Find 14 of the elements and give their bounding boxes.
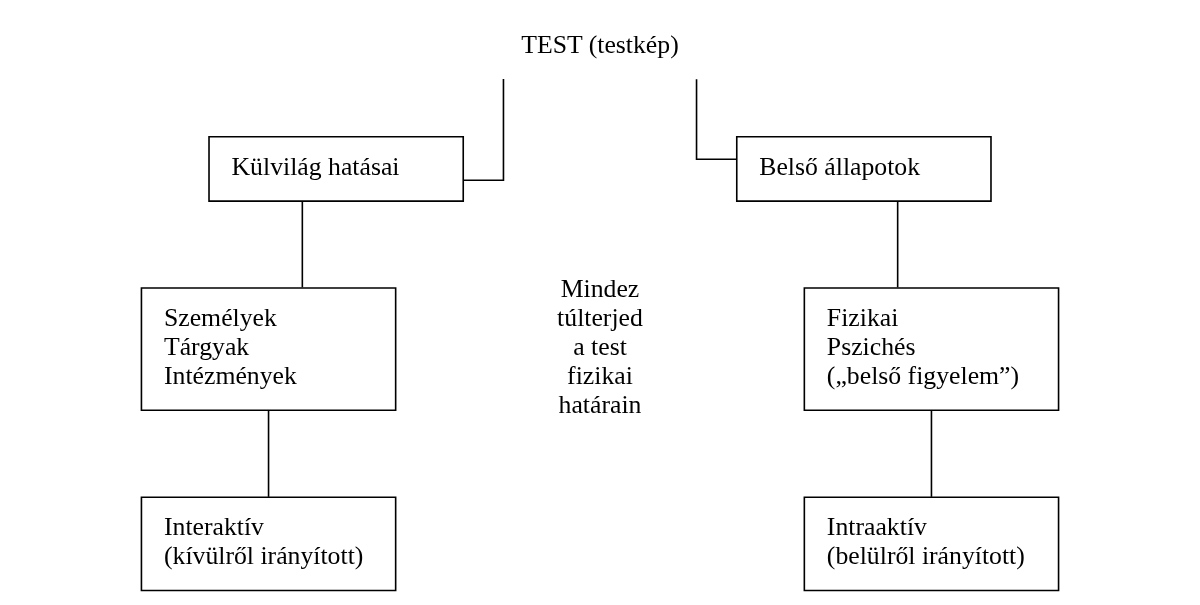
label: Mindez túlterjed a test fizikai határain (557, 274, 643, 420)
node-box: Belső állapotok (735, 135, 992, 202)
node-box: Külvilág hatásai (208, 135, 465, 202)
node-box: Intraaktív (belülről irányított) (803, 496, 1060, 592)
node-text: TEST (testkép) (521, 29, 679, 59)
node-box: Fizikai Pszichés („belső figyelem”) (803, 287, 1060, 412)
connector (896, 200, 899, 289)
connector (462, 78, 505, 182)
connector (267, 409, 270, 498)
node-box: Interaktív (kívülről irányított) (140, 496, 397, 592)
connector (930, 409, 933, 498)
connector (301, 200, 304, 289)
connector (695, 78, 738, 161)
node-box: Személyek Tárgyak Intézmények (140, 287, 397, 412)
